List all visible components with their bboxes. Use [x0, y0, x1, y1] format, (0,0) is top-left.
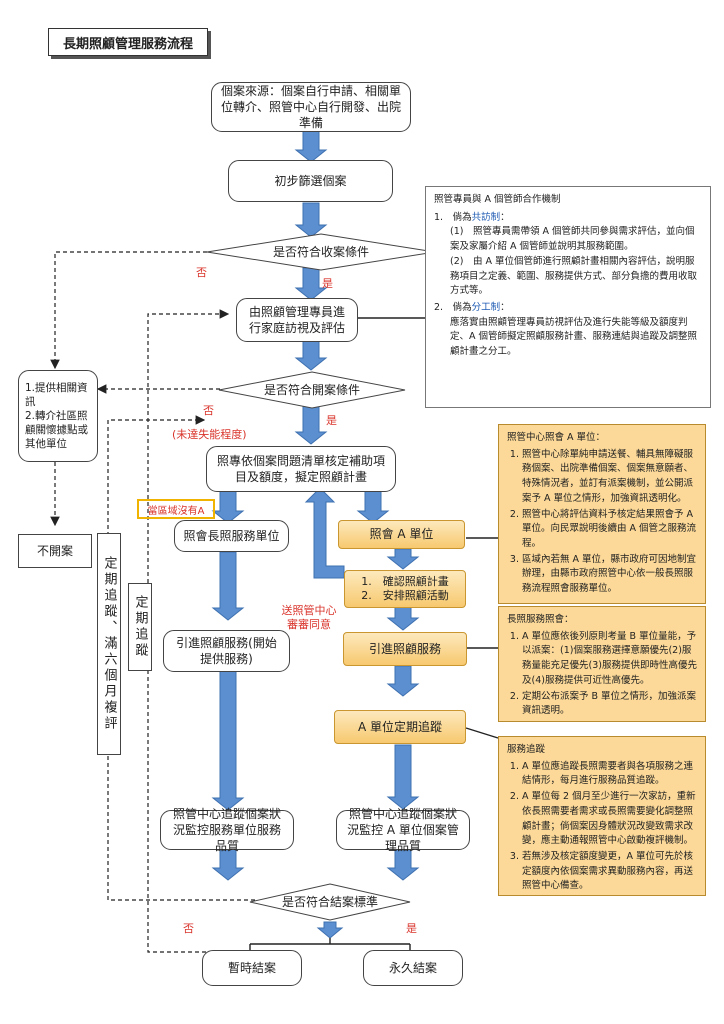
care-plan-box: 照專依個案問題清單核定補助項目及額度，擬定照顧計畫 [206, 446, 396, 492]
open-yes-label: 是 [326, 414, 337, 427]
joint-visit-detail-1: (1) 照管專員需帶領 A 個管師共同參與需求評估，並向個案及家屬介紹 A 個管… [450, 226, 695, 253]
intake-yes-label: 是 [322, 277, 333, 290]
cooperation-note-title: 照管專員與 A 個管師合作機制 [434, 194, 561, 205]
permanent-close-box: 永久結案 [363, 950, 463, 986]
close-case-decision [249, 883, 411, 921]
referral-note: 長照服務照會： A 單位應依後列原則考量 B 單位量能，予以派案：(1)個案服務… [498, 606, 706, 722]
open-no-label: 否 [203, 404, 214, 417]
joint-visit-keyword: 共訪制 [471, 211, 501, 223]
intake-criteria-decision [206, 233, 436, 271]
division-keyword: 分工制 [471, 302, 501, 314]
referral-note-title: 長照服務照會： [507, 614, 574, 625]
referral-note-item: A 單位應依後列原則考量 B 單位量能，予以派案：(1)個案服務選擇意願優先(2… [522, 630, 697, 689]
periodic-follow-label: 定期追蹤 [128, 583, 152, 671]
close-no-label: 否 [183, 922, 194, 935]
page-title: 長期照顧管理服務流程 [48, 28, 208, 56]
tracking-note-title: 服務追蹤 [507, 744, 546, 755]
confirm-plan-box: 1. 確認照顧計畫 2. 安排照顧活動 [344, 570, 466, 608]
intake-criteria-label: 是否符合收案條件 [272, 245, 369, 259]
division-detail: 應落實由照顧管理專員訪視評估及進行失能等級及額度判定、A 個管師擬定照顧服務計畫… [450, 316, 698, 358]
not-open-box: 不開案 [18, 534, 92, 568]
introduce-service-box: 引進照顧服務(開始提供服務) [163, 630, 290, 672]
tracking-note-item: A 單位每 2 個月至少進行一次家訪，重新依長照需要者需求或長照需要變化調整照顧… [522, 790, 697, 849]
case-source-box: 個案來源：個案自行申請、相關單位轉介、照管中心自行開發、出院準備 [211, 82, 411, 132]
disability-note: (未達失能程度) [172, 428, 247, 441]
temporary-close-box: 暫時結案 [202, 950, 302, 986]
contact-a-note-item: 照管中心除單純申請送餐、輔具無障礙服務個案、出院準備個案、個案無意願者、特殊情況… [522, 448, 697, 507]
contact-a-note: 照管中心照會 A 單位： 照管中心除單純申請送餐、輔具無障礙服務個案、出院準備個… [498, 424, 706, 604]
send-review-label: 送照管中心審審同意 [281, 604, 337, 631]
cooperation-note: 照管專員與 A 個管師合作機制 1. 倘為共訪制： (1) 照管專員需帶領 A … [425, 186, 711, 408]
joint-visit-detail-2: (2) 由 A 單位個管師進行照顧計畫相關內容評估，說明服務項目之定義、範圍、服… [450, 255, 698, 297]
tracking-note-item: 若無涉及核定額度變更，A 單位可先於核定額度內依個案需求異動服務內容，再送照管中… [522, 850, 697, 894]
confirm-plan-item: 1. 確認照顧計畫 [361, 574, 449, 588]
joint-visit-item: 1. 倘為共訪制： [434, 211, 510, 223]
division-item: 2. 倘為分工制： [434, 302, 510, 314]
monitor-service-box: 照管中心追蹤個案狀況監控服務單位服務品質 [160, 807, 294, 853]
open-case-label: 是否符合開案條件 [263, 383, 360, 397]
monitor-a-unit-box: 照管中心追蹤個案狀況監控 A 單位個案管理品質 [336, 807, 470, 853]
initial-screening-box: 初步篩選個案 [228, 160, 393, 202]
contact-a-unit-box: 照會 A 單位 [338, 520, 465, 549]
solid-connectors [249, 317, 499, 952]
close-case-label: 是否符合結案標準 [281, 895, 378, 909]
no-a-unit-label: 當區域沒有A [137, 499, 215, 519]
close-yes-label: 是 [406, 922, 417, 935]
tracking-note-item: A 單位應追蹤長照需要者與各項服務之連結情形，每月進行服務品質追蹤。 [522, 760, 697, 789]
introduce-service-a-box: 引進照顧服務 [343, 632, 467, 666]
left-info-box: 1.提供相關資訊 2.轉介社區照顧關懷據點或其他單位 [18, 370, 98, 462]
arrange-care-item: 2. 安排照顧活動 [361, 589, 449, 602]
a-unit-tracking-box: A 單位定期追蹤 [334, 710, 466, 744]
main-flow-arrows [211, 129, 420, 939]
contact-a-note-item: 照管中心將評估資料予核定結果照會予 A 單位。向民眾說明後續由 A 個管之服務流… [522, 508, 697, 552]
intake-no-label: 否 [196, 266, 207, 279]
follow-review-label: 定期追蹤、滿六個月複評 [97, 533, 121, 755]
contact-a-note-item: 區域內若無 A 單位，縣市政府可因地制宜辦理，由縣市政府照管中心依一般長照服務流… [522, 553, 697, 597]
open-case-decision [218, 371, 406, 409]
contact-longterm-box: 照會長照服務單位 [174, 520, 289, 552]
home-visit-box: 由照顧管理專員進行家庭訪視及評估 [236, 298, 358, 342]
contact-a-note-title: 照管中心照會 A 單位： [507, 432, 606, 443]
tracking-note: 服務追蹤 A 單位應追蹤長照需要者與各項服務之連結情形，每月進行服務品質追蹤。 … [498, 736, 706, 896]
referral-note-item: 定期公布派案予 B 單位之情形，加強派案資訊透明。 [522, 690, 697, 719]
